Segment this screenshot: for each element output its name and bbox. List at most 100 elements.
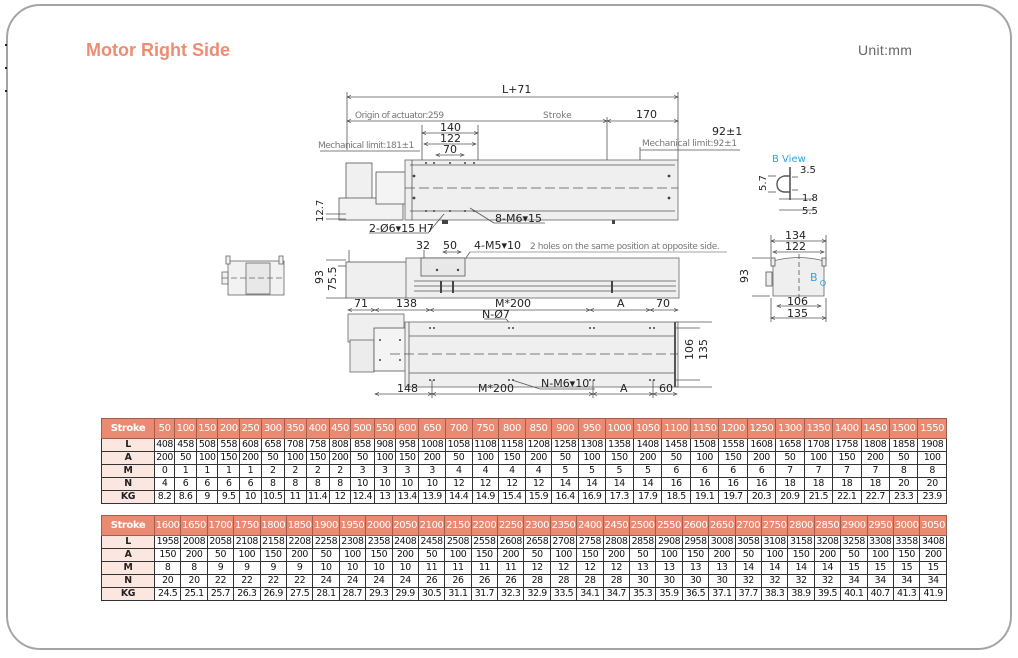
table-cell: 26 xyxy=(444,574,472,588)
stroke-column-header: 700 xyxy=(444,418,473,439)
stroke-column-header: 250 xyxy=(239,418,262,439)
table-cell: 31.7 xyxy=(470,587,499,601)
table-cell: 16 xyxy=(718,477,748,491)
stroke-column-header: 1150 xyxy=(689,418,720,439)
table-cell: 2358 xyxy=(365,535,393,549)
table-cell: 14 xyxy=(813,561,842,575)
table-cell: 14 xyxy=(734,561,762,575)
table-cell: 3058 xyxy=(734,535,762,549)
row-label: M xyxy=(101,464,155,478)
table-cell: 3 xyxy=(350,464,375,478)
table-cell: 28 xyxy=(549,574,578,588)
table-cell: 6 xyxy=(239,477,262,491)
table-cell: 14 xyxy=(760,561,789,575)
table-cell: 25.1 xyxy=(180,587,208,601)
table-cell: 11 xyxy=(470,561,499,575)
table-cell: 28 xyxy=(523,574,551,588)
table-cell: 2658 xyxy=(523,535,551,549)
table-cell: 23.9 xyxy=(917,490,947,504)
table-cell: 28 xyxy=(602,574,631,588)
stroke-column-header: 550 xyxy=(373,418,397,439)
table-cell: 200 xyxy=(497,548,525,562)
table-cell: 29.3 xyxy=(365,587,393,601)
table-cell: 12 xyxy=(523,561,551,575)
table-cell: 8 xyxy=(917,464,947,478)
table-cell: 22.7 xyxy=(860,490,890,504)
table-cell: 16 xyxy=(661,477,691,491)
table-cell: 13 xyxy=(655,561,683,575)
table-cell: 50 xyxy=(629,548,657,562)
table-cell: 50 xyxy=(734,548,762,562)
dimension-drawing: L+71 Origin of actuator:259 Stroke 170 1… xyxy=(221,83,1018,398)
dim-50: 50 xyxy=(443,239,457,252)
stroke-column-header: 1550 xyxy=(917,418,947,439)
table-cell: 32 xyxy=(760,574,789,588)
table-cell: 150 xyxy=(718,451,748,465)
stroke-column-header: 2800 xyxy=(787,515,815,536)
table-cell: 1158 xyxy=(498,438,526,452)
table-cell: 2708 xyxy=(549,535,578,549)
table-cell: 15.4 xyxy=(498,490,526,504)
table-cell: 10 xyxy=(312,561,340,575)
table-cell: 38.3 xyxy=(760,587,789,601)
table-cell: 20.3 xyxy=(746,490,777,504)
table-cell: 26.9 xyxy=(259,587,287,601)
table-cell: 41.3 xyxy=(892,587,921,601)
b-dim-5-7: 5.7 xyxy=(758,175,769,191)
table-cell: 26 xyxy=(470,574,499,588)
row-label: N xyxy=(101,574,155,588)
table-cell: 150 xyxy=(470,548,499,562)
table-cell: 40.7 xyxy=(866,587,894,601)
table-cell: 1908 xyxy=(917,438,947,452)
mech-limit-left: Mechanical limit:181±1 xyxy=(318,141,414,151)
table-cell: 100 xyxy=(195,451,219,465)
table-cell: 5 xyxy=(633,464,663,478)
table-cell: 16 xyxy=(746,477,777,491)
table-cell: 2 xyxy=(260,464,285,478)
table-cell: 3308 xyxy=(866,535,894,549)
table-cell: 708 xyxy=(283,438,307,452)
unit-label: Unit:mm xyxy=(858,42,913,58)
table-cell: 1108 xyxy=(471,438,500,452)
table-cell: 200 xyxy=(633,451,663,465)
table-cell: 50 xyxy=(775,451,805,465)
table-cell: 50 xyxy=(260,451,285,465)
b-view-labels: B View 3.5 5.7 1.8 5.5 xyxy=(758,154,818,217)
table-cell: 1058 xyxy=(444,438,473,452)
stroke-column-header: 1000 xyxy=(604,418,635,439)
table-cell: 28.7 xyxy=(338,587,367,601)
table-cell: 150 xyxy=(395,451,420,465)
table-cell: 1008 xyxy=(418,438,446,452)
right-tolerance: 92±1 xyxy=(712,125,742,138)
table-cell: 7 xyxy=(775,464,805,478)
table-cell: 24 xyxy=(312,574,340,588)
table-cell: 25.7 xyxy=(206,587,235,601)
stroke-column-header: 3050 xyxy=(919,515,947,536)
table-cell: 12.4 xyxy=(350,490,375,504)
table-cell: 7 xyxy=(860,464,890,478)
table-cell: 150 xyxy=(365,548,393,562)
table-cell: 100 xyxy=(549,548,578,562)
table-cell: 10 xyxy=(391,561,419,575)
table-cell: 11 xyxy=(417,561,446,575)
table-cell: 38.9 xyxy=(787,587,815,601)
table-cell: 200 xyxy=(153,451,176,465)
table-cell: 50 xyxy=(174,451,197,465)
stroke-column-header: 1400 xyxy=(832,418,862,439)
table-cell: 6 xyxy=(195,477,219,491)
table-cell: 33.5 xyxy=(549,587,578,601)
table-cell: 808 xyxy=(328,438,352,452)
table-cell: 37.1 xyxy=(708,587,736,601)
height-135: 135 xyxy=(697,339,710,360)
table-cell: 41.9 xyxy=(919,587,947,601)
table-cell: 27.5 xyxy=(285,587,314,601)
side-view xyxy=(326,250,727,310)
table-cell: 1708 xyxy=(803,438,834,452)
table-cell: 16.4 xyxy=(551,490,579,504)
stroke-column-header: 1250 xyxy=(746,418,777,439)
top-view xyxy=(320,92,740,234)
